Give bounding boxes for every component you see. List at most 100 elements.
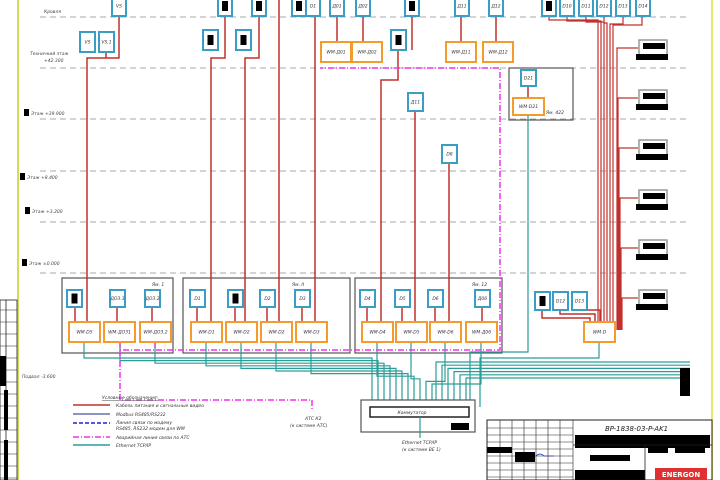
level-floor-0: Этаж ±0.000 [28, 261, 60, 267]
workstation-icon[interactable] [636, 139, 668, 160]
wm-g3_wm[interactable]: WM-Д06 [465, 321, 498, 343]
power-cable [541, 310, 591, 322]
panel-top[interactable]: D13 [615, 0, 631, 17]
workstation-icon[interactable] [636, 239, 668, 260]
panel-group4[interactable]: D21 [520, 69, 537, 87]
wm-g2_wm-label: WM-D3 [303, 330, 319, 336]
panel-right[interactable]: D12 [552, 291, 569, 311]
panel-g3_panels[interactable]: Д06 [474, 289, 491, 308]
panel-tech-floor[interactable] [390, 29, 407, 51]
panel-g1_panels[interactable]: ДОЗ.2 [144, 289, 161, 308]
tb-fill [675, 448, 705, 453]
panel-top[interactable]: Д01 [329, 0, 345, 17]
wm-g2_wm-frame [225, 321, 258, 343]
level-roof: Кровля [44, 9, 61, 15]
panel-g2_panels[interactable]: D1 [189, 289, 206, 308]
panel-top[interactable]: D12 [596, 0, 612, 17]
panel-tech-floor[interactable]: VS.1 [98, 31, 115, 53]
panel-tech-floor[interactable]: VS [79, 31, 96, 53]
panel-right[interactable]: D13 [571, 291, 588, 311]
wm-module-label: WM-Д11 [451, 50, 470, 56]
panel-g3_panels[interactable]: D5 [394, 289, 411, 308]
wm-g2_wm[interactable]: WM-D2 [260, 321, 293, 343]
workstation-icon[interactable] [636, 189, 668, 210]
panel-mid[interactable]: Д11 [407, 92, 424, 112]
panel-g3_panels[interactable]: D6 [427, 289, 444, 308]
wm-module[interactable]: WM-Д12 [482, 41, 514, 63]
workstation-icon[interactable] [636, 89, 668, 110]
panel-top[interactable]: Д02 [355, 0, 371, 17]
panel-top[interactable] [251, 0, 267, 17]
level-marker-icon [24, 109, 29, 116]
legend-title: Условные обозначения: [102, 395, 159, 401]
wm-g2_wm[interactable]: WM-D1 [190, 321, 223, 343]
legend-item-ats: Аварийная линия связи по АТС [115, 435, 190, 441]
panel-top[interactable] [217, 0, 233, 17]
panel-g1_panels[interactable] [66, 289, 83, 308]
workstation-icon[interactable] [636, 289, 668, 310]
workstation-icon[interactable] [636, 39, 668, 60]
panel-top-frame [559, 0, 575, 17]
panel-tech-floor[interactable] [235, 29, 252, 51]
wm-group4-frame [512, 97, 545, 116]
wm-module-label: WM-Д01 [326, 50, 345, 56]
network-switch[interactable]: Коммутатор [360, 399, 476, 438]
panel-g1_panels[interactable]: ДОЗ.1 [109, 289, 126, 308]
wm-g3_wm-frame [361, 321, 394, 343]
panel-tech-floor[interactable] [202, 29, 219, 51]
panel-g3_panels-frame [474, 289, 491, 308]
panel-right-label: D12 [556, 299, 565, 305]
wm-g1_wm[interactable]: WM-ДОЗ1 [103, 321, 136, 343]
device-indicator-icon [207, 35, 214, 45]
group-1-box [61, 277, 174, 354]
ethernet-cable [119, 342, 379, 407]
ethernet-note-line1: Ethernet TCP/IP [402, 440, 437, 446]
ethernet-cable [459, 374, 690, 407]
wm-module[interactable]: WM-Д02 [351, 41, 383, 63]
wm-g3_wm[interactable]: WM-D6 [429, 321, 462, 343]
panel-g2_panels[interactable] [227, 289, 244, 308]
legend-item-modem: Линия связи по модему [115, 420, 172, 426]
wm-g3_wm[interactable]: WM-D5 [395, 321, 428, 343]
wm-module[interactable]: WM-Д11 [445, 41, 477, 63]
wm-module[interactable]: WM-Д01 [320, 41, 352, 63]
wm-g3_wm[interactable]: WM-D4 [361, 321, 394, 343]
panel-top[interactable]: D10 [559, 0, 575, 17]
workstation-base [636, 304, 668, 310]
panel-g2_panels[interactable]: D2 [259, 289, 276, 308]
wm-g2_wm[interactable]: WM-D2 [225, 321, 258, 343]
panel-top[interactable]: D11 [578, 0, 594, 17]
panel-top[interactable] [404, 0, 420, 17]
ats-line [119, 67, 501, 351]
wm-right[interactable]: WM-D [583, 321, 616, 343]
ethernet-cable [154, 342, 385, 407]
panel-top[interactable]: Д11 [454, 0, 470, 17]
panel-mid[interactable]: D8 [441, 144, 458, 164]
panel-top[interactable]: VS [111, 0, 127, 17]
panel-right[interactable] [534, 291, 551, 311]
wm-g1_wm[interactable]: WM-ДОЗ.2 [139, 321, 172, 343]
panel-top[interactable]: D14 [635, 0, 651, 17]
ethernet-cable [431, 342, 482, 407]
workstation-display [643, 43, 665, 49]
panel-top[interactable] [541, 0, 557, 17]
power-cable-terminal [616, 47, 638, 330]
wm-group4[interactable]: WM-D21 [512, 97, 545, 116]
panel-top[interactable]: D1 [305, 0, 321, 17]
wm-g1_wm[interactable]: WM-D5 [68, 321, 101, 343]
panel-g3_panels-label: D6 [432, 296, 438, 302]
device-indicator-icon [539, 296, 546, 306]
panel-g3_panels-label: D5 [399, 296, 405, 302]
device-indicator-icon [546, 1, 552, 11]
panel-top[interactable] [291, 0, 307, 17]
level-basement: Подвал -3.600 [22, 374, 56, 380]
workstation-base [636, 54, 668, 60]
group-4-label: Ям. 422 [545, 110, 564, 116]
device-indicator-icon [409, 1, 415, 11]
panel-g2_panels[interactable]: D3 [294, 289, 311, 308]
wm-group4-label: WM-D21 [519, 104, 538, 110]
wm-g2_wm[interactable]: WM-D3 [295, 321, 328, 343]
panel-g3_panels[interactable]: D4 [359, 289, 376, 308]
panel-top[interactable]: Д12 [488, 0, 504, 17]
